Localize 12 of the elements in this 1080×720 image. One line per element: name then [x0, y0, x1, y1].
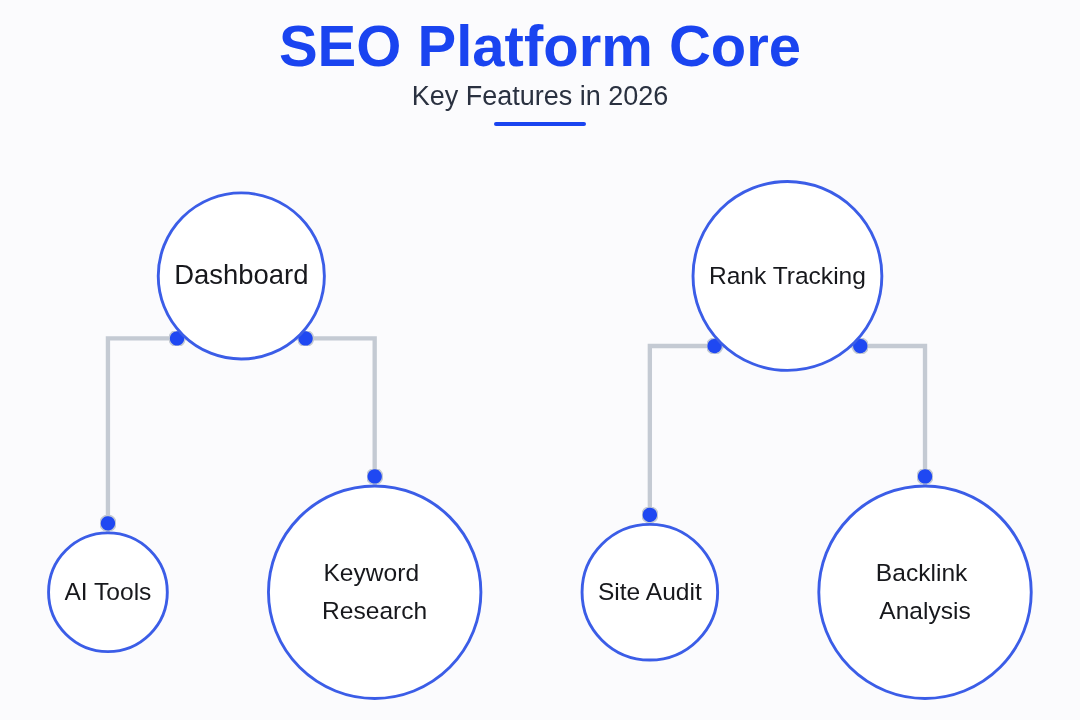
- connector: [296, 329, 384, 486]
- connector: [850, 337, 934, 486]
- subtitle: Key Features in 2026: [411, 79, 669, 113]
- node-circle: AI Tools: [47, 531, 169, 654]
- node-circle: Rank Tracking: [691, 180, 884, 372]
- node-circle: Backlink Analysis: [817, 484, 1033, 700]
- connector: [641, 337, 725, 525]
- connector: [99, 329, 187, 533]
- node-circle: Dashboard: [156, 191, 326, 361]
- node-circle: Site Audit: [580, 523, 720, 662]
- title: SEO Platform Core: [278, 14, 802, 78]
- node-circle: Keyword Research: [267, 484, 483, 700]
